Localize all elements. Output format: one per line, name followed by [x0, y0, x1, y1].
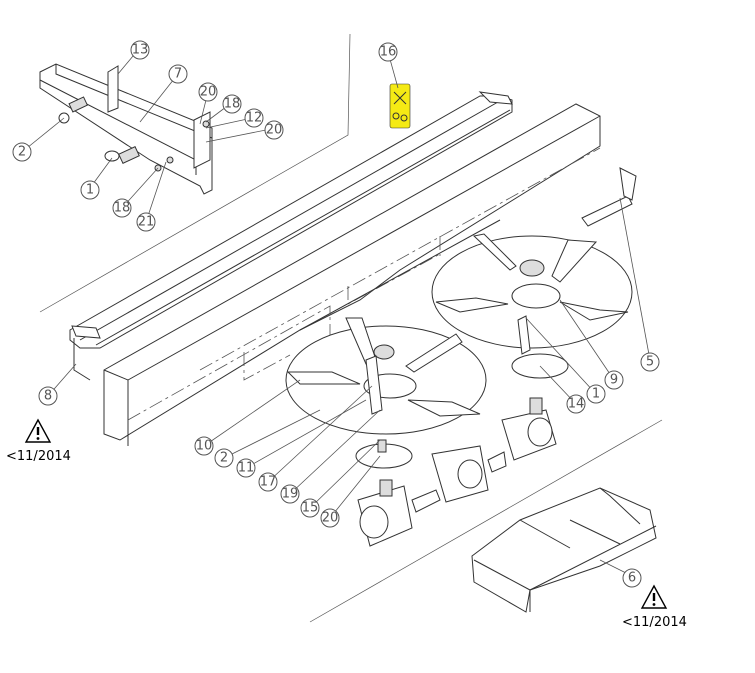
svg-text:18: 18	[114, 201, 131, 216]
warning-label-part	[389, 83, 411, 129]
crank-handle	[581, 167, 637, 227]
callout-20: 20	[320, 508, 340, 528]
spreader-disc-left	[285, 317, 487, 469]
svg-text:20: 20	[200, 85, 217, 100]
callout-9: 9	[604, 370, 624, 390]
callout-20: 20	[264, 120, 284, 140]
svg-text:19: 19	[282, 487, 299, 502]
warning-left: <11/2014	[6, 418, 71, 464]
callout-17: 17	[258, 472, 278, 492]
separator-lines	[39, 33, 663, 623]
callout-18: 18	[222, 94, 242, 114]
svg-text:8: 8	[44, 389, 52, 404]
callout-2: 2	[214, 448, 234, 468]
callout-21: 21	[136, 212, 156, 232]
svg-text:2: 2	[18, 145, 26, 160]
callout-16: 16	[378, 42, 398, 62]
callout-12: 12	[244, 108, 264, 128]
svg-text:14: 14	[568, 397, 585, 412]
svg-text:11: 11	[238, 461, 255, 476]
svg-text:1: 1	[86, 183, 94, 198]
svg-text:12: 12	[246, 111, 263, 126]
svg-text:6: 6	[628, 571, 636, 586]
callout-18: 18	[112, 198, 132, 218]
callout-11: 11	[236, 458, 256, 478]
warning-triangle-icon	[640, 584, 668, 609]
svg-text:9: 9	[610, 373, 618, 388]
callout-19: 19	[280, 484, 300, 504]
callout-15: 15	[300, 498, 320, 518]
callout-8: 8	[38, 386, 58, 406]
angle-beam	[69, 91, 513, 381]
svg-text:21: 21	[138, 215, 155, 230]
svg-text:16: 16	[380, 45, 397, 60]
svg-text:13: 13	[132, 43, 149, 58]
warning-triangle-icon	[24, 418, 52, 443]
svg-text:7: 7	[174, 67, 182, 82]
svg-text:5: 5	[646, 355, 654, 370]
callout-2: 2	[12, 142, 32, 162]
callout-10: 10	[194, 436, 214, 456]
callout-7: 7	[168, 64, 188, 84]
svg-text:17: 17	[260, 475, 277, 490]
svg-text:1: 1	[592, 387, 600, 402]
frame-bracket-assembly	[39, 63, 213, 195]
collection-tray	[471, 487, 657, 613]
warning-date-right: <11/2014	[622, 615, 687, 630]
callout-1: 1	[80, 180, 100, 200]
warning-right: <11/2014	[622, 584, 687, 630]
callout-5: 5	[640, 352, 660, 372]
svg-text:15: 15	[302, 501, 319, 516]
svg-text:20: 20	[322, 511, 339, 526]
gearbox-assembly	[357, 397, 557, 547]
svg-text:10: 10	[196, 439, 213, 454]
callout-1: 1	[586, 384, 606, 404]
spreader-disc-right	[431, 233, 633, 379]
svg-text:2: 2	[220, 451, 228, 466]
callout-14: 14	[566, 394, 586, 414]
callout-6: 6	[622, 568, 642, 588]
warning-date-left: <11/2014	[6, 449, 71, 464]
callout-13: 13	[130, 40, 150, 60]
main-frame	[103, 103, 601, 446]
svg-text:20: 20	[266, 123, 283, 138]
callout-20: 20	[198, 82, 218, 102]
svg-text:18: 18	[224, 97, 241, 112]
